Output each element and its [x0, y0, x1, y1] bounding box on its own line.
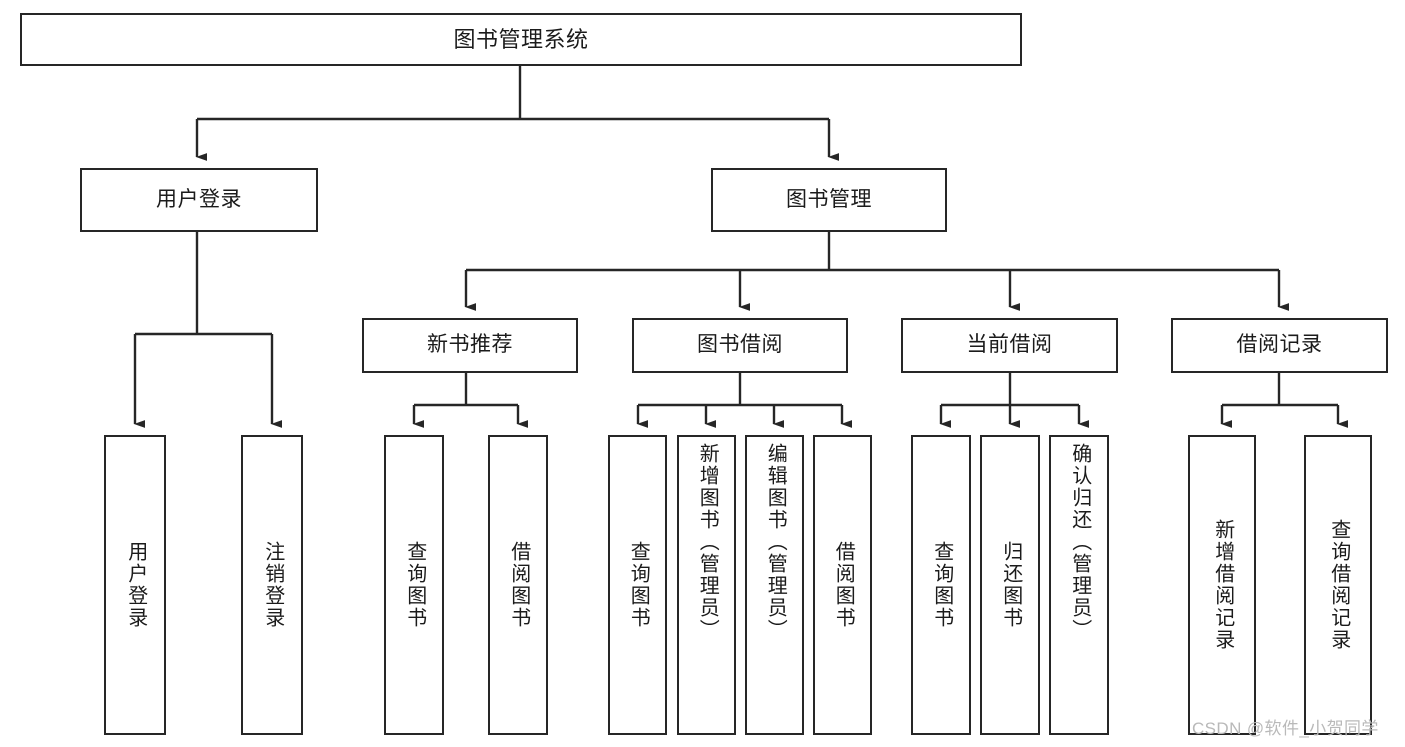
node-label: 归还图书 [999, 541, 1022, 629]
node-book-management[interactable]: 图书管理 [711, 168, 947, 232]
leaf-add-book[interactable]: 新增图书（管理员） [677, 435, 736, 735]
node-root-system[interactable]: 图书管理系统 [20, 13, 1022, 66]
node-label: 借阅图书 [832, 541, 855, 629]
node-current-borrow[interactable]: 当前借阅 [901, 318, 1118, 373]
leaf-add-borrow-record[interactable]: 新增借阅记录 [1188, 435, 1256, 735]
node-label: 当前借阅 [966, 333, 1053, 357]
leaf-edit-book[interactable]: 编辑图书（管理员） [745, 435, 804, 735]
node-user-login[interactable]: 用户登录 [80, 168, 318, 232]
leaf-user-login[interactable]: 用户登录 [104, 435, 166, 735]
leaf-query-borrow-record[interactable]: 查询借阅记录 [1304, 435, 1372, 735]
csdn-watermark: CSDN @软件_小贺同学 [1192, 719, 1379, 738]
node-label: 图书管理 [786, 187, 872, 211]
node-borrow-record[interactable]: 借阅记录 [1171, 318, 1388, 373]
node-label: 借阅图书 [507, 541, 530, 629]
node-label: 编辑图书（管理员） [764, 443, 787, 641]
node-label: 借阅记录 [1236, 333, 1323, 357]
node-label: 新增图书（管理员） [696, 443, 719, 641]
node-label: 查询借阅记录 [1327, 519, 1350, 651]
leaf-return-book[interactable]: 归还图书 [980, 435, 1040, 735]
leaf-query-book-recommend[interactable]: 查询图书 [384, 435, 444, 735]
leaf-query-book-current[interactable]: 查询图书 [911, 435, 971, 735]
node-label: 查询图书 [930, 541, 953, 629]
node-label: 用户登录 [124, 541, 147, 629]
leaf-logout-login[interactable]: 注销登录 [241, 435, 303, 735]
node-label: 新增借阅记录 [1211, 519, 1234, 651]
node-book-borrow[interactable]: 图书借阅 [632, 318, 848, 373]
leaf-query-book-borrow[interactable]: 查询图书 [608, 435, 667, 735]
leaf-borrow-book[interactable]: 借阅图书 [813, 435, 872, 735]
node-label: 新书推荐 [427, 333, 513, 357]
node-new-book-recommend[interactable]: 新书推荐 [362, 318, 578, 373]
node-label: 图书管理系统 [453, 26, 589, 52]
node-label: 查询图书 [627, 541, 650, 629]
node-label: 图书借阅 [697, 333, 783, 357]
node-label: 查询图书 [403, 541, 426, 629]
leaf-borrow-book-recommend[interactable]: 借阅图书 [488, 435, 548, 735]
node-label: 确认归还（管理员） [1068, 443, 1091, 641]
node-label: 用户登录 [156, 187, 242, 211]
leaf-confirm-return[interactable]: 确认归还（管理员） [1049, 435, 1109, 735]
node-label: 注销登录 [261, 541, 284, 629]
